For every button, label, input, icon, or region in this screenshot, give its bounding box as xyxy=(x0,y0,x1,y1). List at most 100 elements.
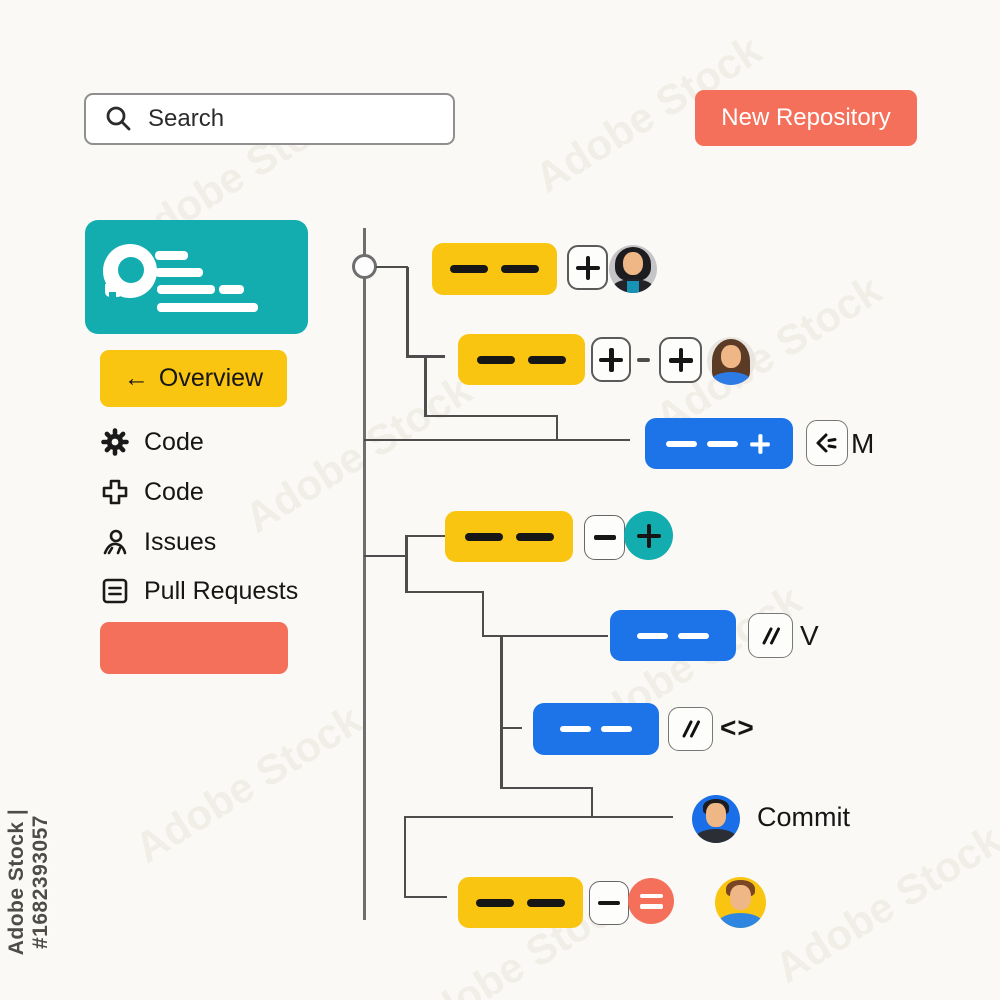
node-text-bar xyxy=(601,726,632,732)
tree-line xyxy=(403,816,406,897)
node-text-bar xyxy=(528,355,566,364)
avatar xyxy=(609,245,657,293)
sidebar-item-code[interactable]: Code xyxy=(100,426,204,458)
sidebar-item-issues[interactable]: Issues xyxy=(100,526,216,558)
code-brackets-icon: <> xyxy=(720,712,755,743)
dash-connector xyxy=(637,358,650,362)
tree-line xyxy=(364,554,407,557)
card-text-bar xyxy=(155,251,188,260)
branch-node[interactable] xyxy=(445,511,573,562)
card-text-bar xyxy=(157,285,215,294)
merge-button[interactable] xyxy=(806,420,848,466)
avatar xyxy=(715,877,766,928)
node-text-bar xyxy=(707,440,738,447)
tree-line xyxy=(500,635,503,788)
node-text-bar xyxy=(464,532,503,541)
tree-line xyxy=(364,438,630,441)
node-text-bar xyxy=(678,632,709,639)
sidebar-item-pull-requests[interactable]: Pull Requests xyxy=(100,575,298,607)
plus-icon xyxy=(668,348,693,372)
remove-button[interactable] xyxy=(589,881,629,925)
minus-icon xyxy=(593,535,616,540)
tree-line xyxy=(405,590,483,593)
card-text-bar xyxy=(157,303,258,312)
people-icon xyxy=(103,529,127,555)
sidebar-item-label: Issues xyxy=(144,527,217,556)
plus-icon xyxy=(599,347,623,372)
add-button[interactable] xyxy=(567,245,608,290)
branch-node[interactable] xyxy=(610,610,736,661)
plus-icon xyxy=(575,255,600,280)
sidebar-action-button[interactable] xyxy=(100,622,288,674)
tree-line xyxy=(481,591,484,636)
add-button[interactable] xyxy=(659,337,702,383)
sidebar-item-code-2[interactable]: Code xyxy=(100,476,204,508)
overview-button[interactable]: ← Overview xyxy=(100,350,287,407)
node-text-bar xyxy=(515,532,554,541)
version-button[interactable] xyxy=(748,613,793,658)
node-text-bar xyxy=(527,898,565,907)
diff-button[interactable] xyxy=(668,707,713,751)
node-text-bar xyxy=(477,355,515,364)
list-box-icon xyxy=(102,578,128,604)
tree-line xyxy=(403,895,447,898)
card-text-bar xyxy=(219,285,244,294)
slashes-icon xyxy=(762,627,780,644)
sidebar-item-label: Code xyxy=(144,427,204,456)
tree-line xyxy=(481,634,608,637)
remove-button[interactable] xyxy=(584,515,625,560)
tree-line xyxy=(405,534,445,537)
node-text-bar xyxy=(637,632,668,639)
node-text-bar xyxy=(450,265,488,273)
merge-arrow-icon xyxy=(816,433,837,453)
node-text-bar xyxy=(560,726,591,732)
sidebar-item-label: Pull Requests xyxy=(144,576,299,605)
branch-label-merge: M xyxy=(851,428,875,459)
plus-icon xyxy=(750,433,770,454)
branch-label-version: V xyxy=(800,620,819,651)
tree-line xyxy=(590,787,593,817)
equals-circle-button[interactable] xyxy=(628,878,674,924)
watermark-text: Adobe Stock xyxy=(126,695,370,872)
new-repository-button[interactable]: New Repository xyxy=(695,90,917,146)
watermark-text: Adobe Stock xyxy=(766,815,1000,992)
branch-node[interactable] xyxy=(432,243,557,295)
slashes-icon xyxy=(682,720,700,738)
back-arrow-icon: ← xyxy=(123,364,149,392)
branch-node[interactable] xyxy=(458,334,585,385)
tree-line xyxy=(424,356,427,417)
node-text-bar xyxy=(501,265,539,273)
tree-line xyxy=(424,414,557,417)
stock-watermark: Adobe Stock | #1682393057 xyxy=(5,808,52,956)
node-text-bar xyxy=(666,440,697,447)
commit-label: Commit xyxy=(757,802,850,832)
gear-icon xyxy=(101,428,129,456)
search-input[interactable]: Search xyxy=(84,93,455,145)
plus-icon xyxy=(636,523,661,548)
tree-line xyxy=(500,786,592,789)
tree-line xyxy=(405,535,408,592)
overview-label: Overview xyxy=(158,364,264,392)
repo-logo-icon xyxy=(103,244,157,299)
tree-trunk-line xyxy=(362,228,366,920)
search-icon xyxy=(106,106,131,131)
minus-icon xyxy=(598,900,620,906)
tree-line xyxy=(406,267,409,357)
avatar xyxy=(692,795,740,843)
tree-line xyxy=(376,265,408,268)
card-text-bar xyxy=(155,268,203,277)
sidebar-item-label: Code xyxy=(144,477,204,506)
avatar xyxy=(707,337,755,385)
branch-node[interactable] xyxy=(533,703,659,755)
tree-line xyxy=(404,815,673,818)
branch-node[interactable] xyxy=(458,877,583,928)
add-circle-button[interactable] xyxy=(624,511,673,560)
node-text-bar xyxy=(476,898,514,907)
repo-card[interactable] xyxy=(85,220,308,334)
equals-icon xyxy=(639,893,663,909)
commit-node-circle[interactable] xyxy=(352,254,377,279)
add-button[interactable] xyxy=(591,337,631,382)
branch-node[interactable] xyxy=(645,418,793,469)
plus-square-icon xyxy=(102,479,128,505)
